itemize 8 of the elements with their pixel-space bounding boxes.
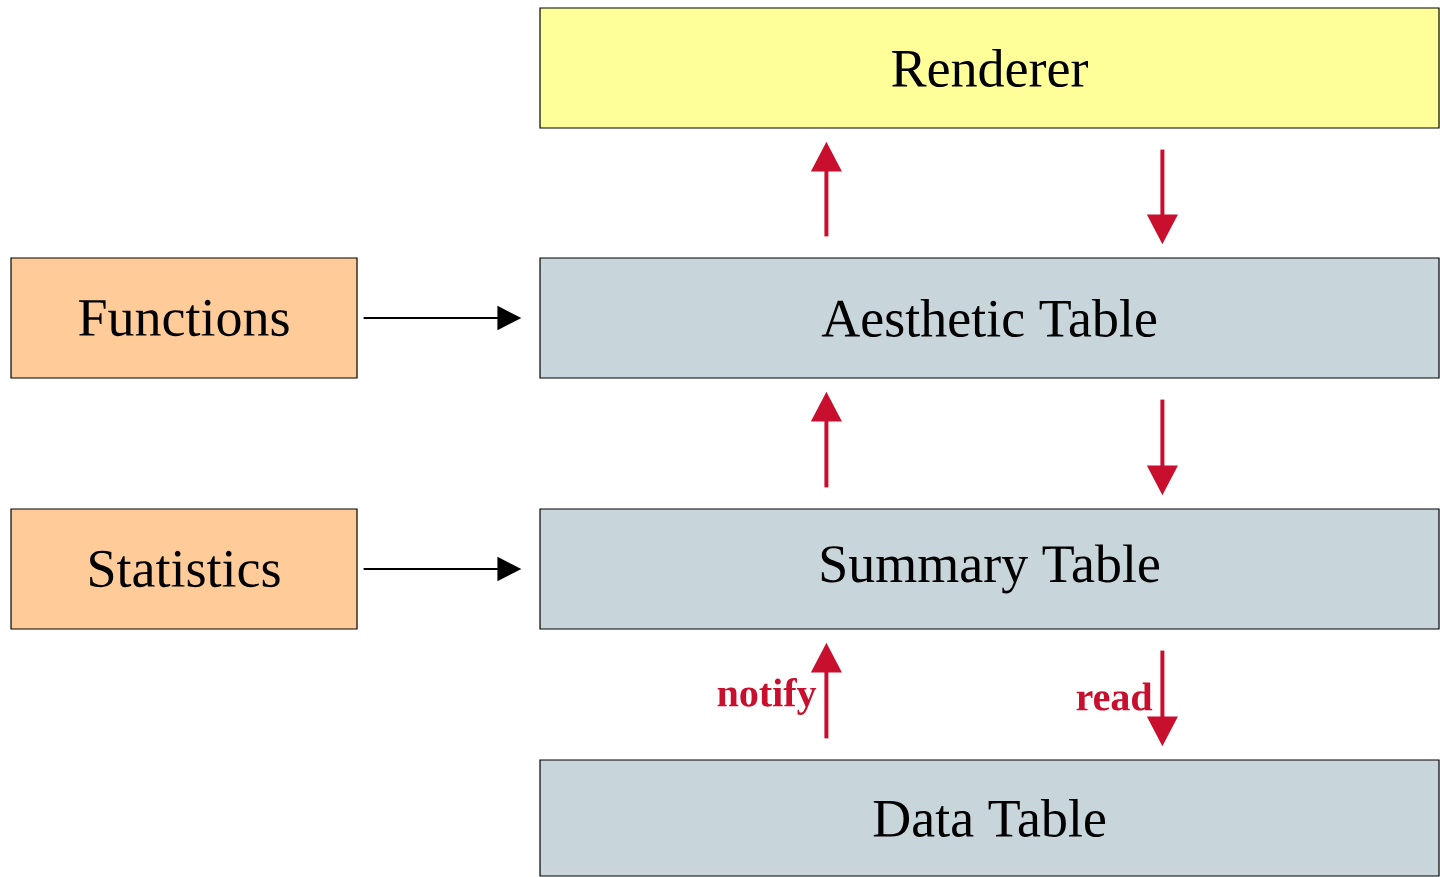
layer-box: Aesthetic Table bbox=[539, 257, 1440, 379]
edge-label: read bbox=[1076, 682, 1153, 711]
layer-box: Data Table bbox=[539, 759, 1440, 877]
layer-box: Summary Table bbox=[539, 508, 1440, 630]
input-box: Statistics bbox=[10, 508, 358, 630]
input-box: Functions bbox=[10, 257, 358, 379]
renderer-box: Renderer bbox=[539, 7, 1440, 129]
edge-label: notify bbox=[717, 678, 817, 715]
